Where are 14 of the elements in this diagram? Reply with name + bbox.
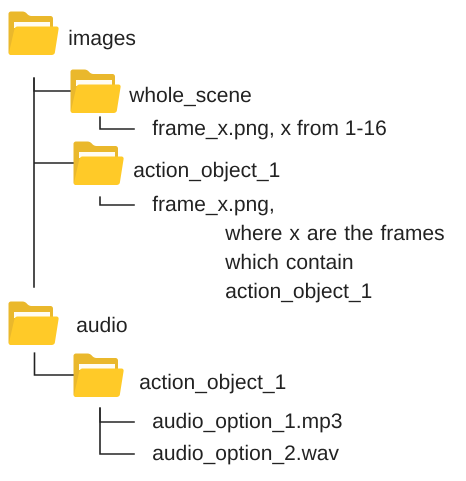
folder-name: images	[70, 30, 136, 50]
file-name: frame_x.png, where x are the frames which contain action_object_1	[152, 196, 444, 302]
tree-line	[34, 352, 74, 376]
tree-line	[99, 196, 135, 206]
tree-line	[33, 77, 74, 288]
folder-name: audio	[77, 316, 127, 332]
folder-name: whole_scene	[129, 86, 251, 106]
folder-name: action_object_1	[140, 374, 286, 394]
tree-line	[99, 116, 135, 130]
folder-name: action_object_1	[134, 162, 280, 182]
tree-line	[99, 407, 135, 455]
file-name: frame_x.png, x from 1-16	[152, 120, 386, 140]
file-name: audio_option_1.mp3	[153, 412, 342, 432]
file-name: audio_option_2.wav	[153, 444, 339, 464]
